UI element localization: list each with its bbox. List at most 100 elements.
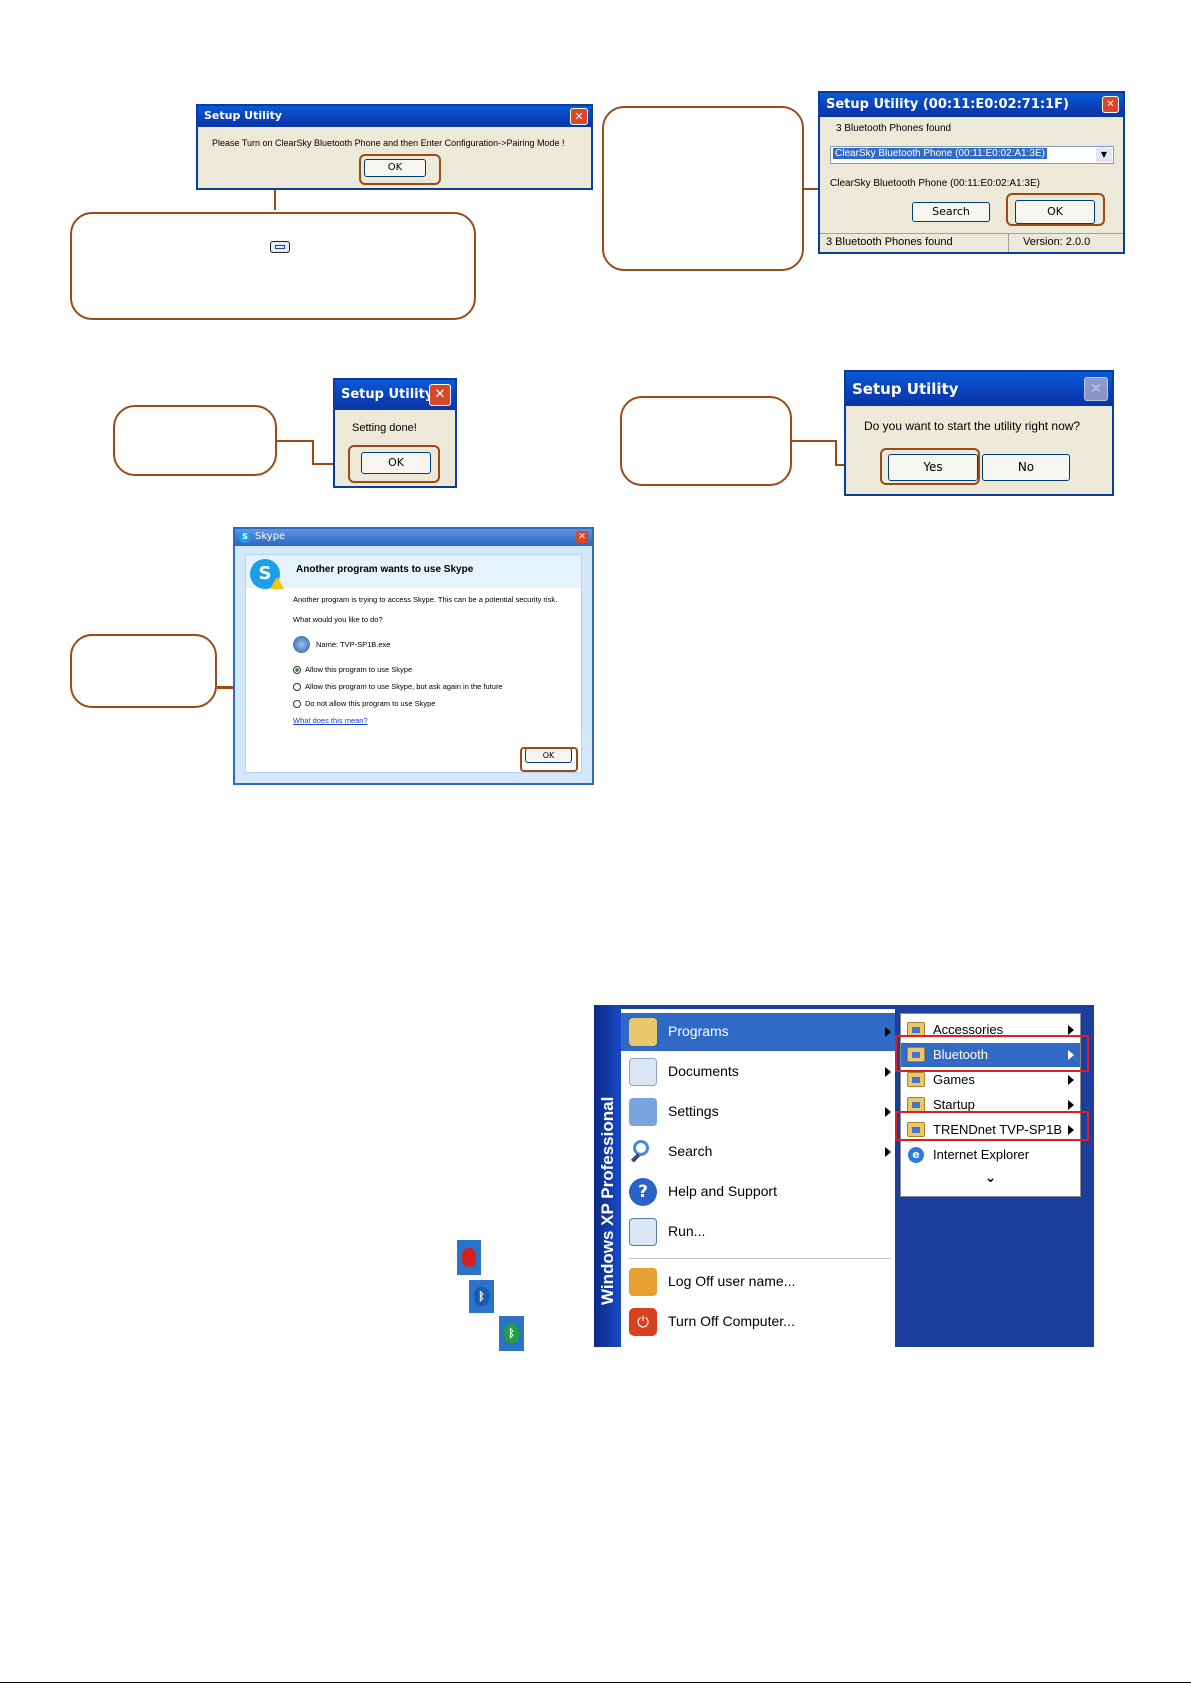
trendnet-highlight bbox=[895, 1111, 1089, 1141]
menu-item-programs[interactable]: Programs bbox=[621, 1013, 895, 1051]
device-select[interactable]: ClearSky Bluetooth Phone (00:11:E0:02:A1… bbox=[830, 146, 1114, 164]
submenu-item-accessories[interactable]: Accessories bbox=[901, 1018, 1080, 1042]
menu-separator bbox=[629, 1258, 891, 1259]
ok-button[interactable]: OK bbox=[364, 159, 426, 177]
radio-allow[interactable] bbox=[293, 666, 301, 674]
documents-icon bbox=[629, 1058, 657, 1086]
programs-submenu: Accessories Bluetooth Games Startup TREN… bbox=[900, 1013, 1081, 1197]
option-allow[interactable]: Allow this program to use Skype bbox=[305, 665, 413, 674]
close-icon[interactable]: ✕ bbox=[1084, 377, 1108, 401]
submenu-item-trendnet[interactable]: TRENDnet TVP-SP1B bbox=[901, 1118, 1080, 1142]
menu-item-label: Settings bbox=[668, 1103, 719, 1119]
callout-box-4 bbox=[620, 396, 792, 486]
bluetooth-red-icon bbox=[457, 1240, 481, 1275]
skype-question: What would you like to do? bbox=[293, 615, 383, 624]
submenu-item-games[interactable]: Games bbox=[901, 1068, 1080, 1092]
title-bar: Setup Utility (00:11:E0:02:71:1F) ✕ bbox=[820, 93, 1123, 117]
ok-button[interactable]: OK bbox=[361, 452, 431, 474]
callout-box-5 bbox=[70, 634, 217, 708]
chevron-right-icon bbox=[1068, 1025, 1074, 1035]
submenu-item-label: Internet Explorer bbox=[933, 1147, 1030, 1162]
menu-item-label: Help and Support bbox=[668, 1183, 777, 1199]
menu-item-label: Run... bbox=[668, 1223, 706, 1239]
callout-box-2 bbox=[602, 106, 804, 271]
close-icon[interactable]: ✕ bbox=[576, 531, 588, 543]
device-label: ClearSky Bluetooth Phone (00:11:E0:02:A1… bbox=[830, 178, 1040, 189]
found-count-text: 3 Bluetooth Phones found bbox=[836, 123, 952, 134]
option-deny[interactable]: Do not allow this program to use Skype bbox=[305, 699, 436, 708]
menu-item-label: Documents bbox=[668, 1063, 739, 1079]
ok-button[interactable]: OK bbox=[1015, 200, 1095, 224]
ok-button-highlight bbox=[520, 747, 578, 772]
start-menu: Windows XP Professional Programs Documen… bbox=[594, 1005, 1094, 1347]
menu-item-run[interactable]: Run... bbox=[621, 1213, 895, 1251]
chevron-right-icon bbox=[1068, 1100, 1074, 1110]
dialog-title: Setup Utility (00:11:E0:02:71:1F) bbox=[826, 97, 1069, 112]
power-icon: ⏻ bbox=[629, 1308, 657, 1336]
submenu-item-bluetooth[interactable]: Bluetooth bbox=[901, 1043, 1080, 1067]
ok-button[interactable]: OK bbox=[525, 748, 572, 763]
menu-item-turn-off[interactable]: ⏻ Turn Off Computer... bbox=[621, 1303, 895, 1341]
menu-item-log-off[interactable]: Log Off user name... bbox=[621, 1263, 895, 1301]
search-icon bbox=[629, 1138, 657, 1166]
key-icon bbox=[629, 1268, 657, 1296]
menu-item-documents[interactable]: Documents bbox=[621, 1053, 895, 1091]
search-button[interactable]: Search bbox=[912, 202, 990, 222]
submenu-item-label: TRENDnet TVP-SP1B bbox=[933, 1122, 1063, 1137]
title-bar: S Skype ✕ bbox=[235, 529, 592, 546]
chevron-right-icon bbox=[885, 1027, 891, 1037]
close-icon[interactable]: ✕ bbox=[570, 108, 588, 125]
bluetooth-blue-icon: ᛒ bbox=[469, 1280, 494, 1313]
title-bar: Setup Utility ✕ bbox=[846, 372, 1112, 406]
menu-key-icon bbox=[270, 241, 290, 253]
yes-button[interactable]: Yes bbox=[888, 454, 978, 481]
skype-icon: S bbox=[239, 531, 251, 543]
submenu-item-internet-explorer[interactable]: e Internet Explorer bbox=[901, 1143, 1080, 1167]
chevron-right-icon bbox=[1068, 1075, 1074, 1085]
dialog-title: Setup Utility bbox=[204, 109, 283, 122]
device-select-value: ClearSky Bluetooth Phone (00:11:E0:02:A1… bbox=[833, 148, 1047, 159]
chevron-right-icon bbox=[1068, 1050, 1074, 1060]
run-icon bbox=[629, 1218, 657, 1246]
callout-box-1 bbox=[70, 212, 476, 320]
chevron-right-icon bbox=[885, 1107, 891, 1117]
menu-item-help[interactable]: ? Help and Support bbox=[621, 1173, 895, 1211]
callout-box-3 bbox=[113, 405, 277, 476]
folder-icon bbox=[907, 1072, 925, 1087]
skype-heading-band bbox=[246, 555, 581, 588]
radio-deny[interactable] bbox=[293, 700, 301, 708]
expand-chevron-icon[interactable]: ⌄ bbox=[984, 1170, 997, 1186]
skype-description: Another program is trying to access Skyp… bbox=[293, 595, 558, 604]
chevron-down-icon[interactable]: ▼ bbox=[1096, 148, 1112, 162]
chevron-right-icon bbox=[1068, 1125, 1074, 1135]
menu-item-search[interactable]: Search bbox=[621, 1133, 895, 1171]
help-link[interactable]: What does this mean? bbox=[293, 716, 368, 725]
status-left: 3 Bluetooth Phones found bbox=[826, 236, 953, 248]
menu-item-label: Programs bbox=[668, 1023, 729, 1039]
submenu-item-label: Bluetooth bbox=[933, 1047, 988, 1062]
program-icon bbox=[293, 636, 310, 653]
ok-button-highlight bbox=[359, 154, 441, 185]
folder-icon bbox=[907, 1097, 925, 1112]
setup-utility-device-dialog: Setup Utility (00:11:E0:02:71:1F) ✕ 3 Bl… bbox=[818, 91, 1125, 254]
skype-content-panel: S Another program wants to use Skype Ano… bbox=[245, 554, 582, 773]
title-bar: Setup Utility ✕ bbox=[198, 106, 591, 127]
done-message: Setting done! bbox=[352, 422, 417, 434]
submenu-item-label: Startup bbox=[933, 1097, 975, 1112]
dialog-title: Setup Utility bbox=[852, 380, 959, 398]
close-icon[interactable]: ✕ bbox=[1102, 96, 1119, 113]
close-icon[interactable]: ✕ bbox=[429, 384, 451, 406]
title-bar: Setup Utility ✕ bbox=[335, 380, 455, 410]
start-menu-sidebar: Windows XP Professional bbox=[594, 1005, 621, 1347]
start-question: Do you want to start the utility right n… bbox=[864, 419, 1081, 433]
submenu-item-label: Games bbox=[933, 1072, 975, 1087]
page-bottom-rule bbox=[0, 1682, 1191, 1683]
help-icon: ? bbox=[629, 1178, 657, 1206]
windows-edition-label: Windows XP Professional bbox=[598, 1096, 617, 1305]
menu-item-settings[interactable]: Settings bbox=[621, 1093, 895, 1131]
submenu-item-startup[interactable]: Startup bbox=[901, 1093, 1080, 1117]
option-allow-ask[interactable]: Allow this program to use Skype, but ask… bbox=[305, 682, 503, 691]
no-button[interactable]: No bbox=[982, 454, 1070, 481]
internet-explorer-icon: e bbox=[908, 1147, 924, 1163]
radio-allow-ask[interactable] bbox=[293, 683, 301, 691]
